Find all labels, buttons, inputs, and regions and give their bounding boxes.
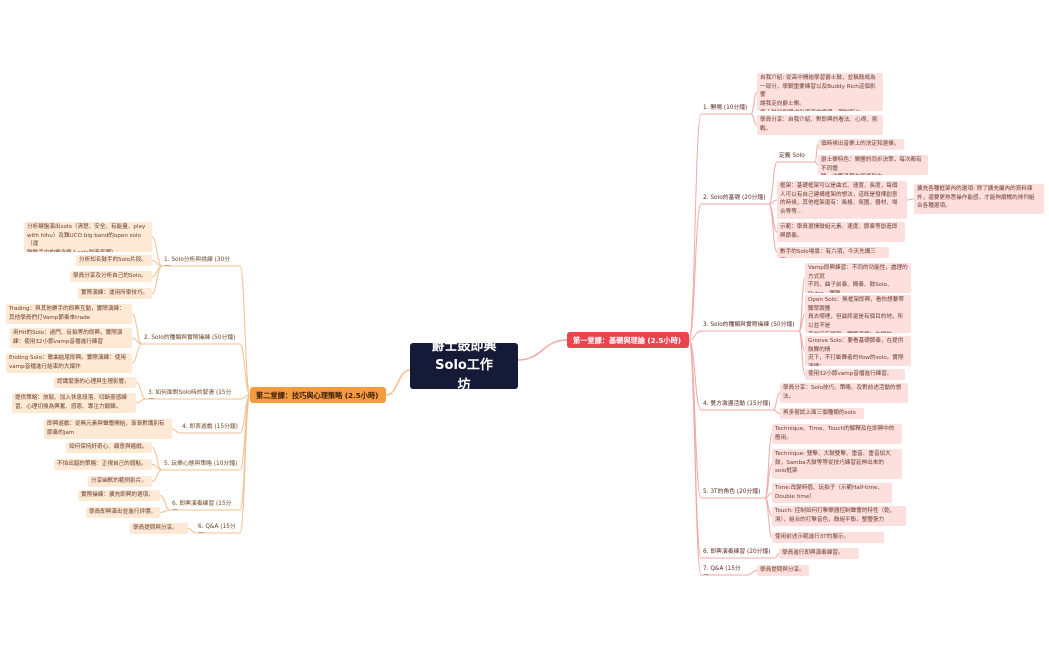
left-branch-2: 2. Solo的種類與實際操練 (50分鐘) (144, 335, 236, 341)
right-leaf: 學員進行即興演奏練習。 (779, 548, 859, 559)
connector-line (768, 199, 778, 205)
connector-line (159, 495, 171, 511)
connector-line (764, 463, 773, 499)
connector-line (798, 277, 806, 332)
connector-line (135, 382, 147, 400)
right-leaf: Groove Solo：要看基礎節奏，在提供鼓舞的情 況下，不打斷舞者的flow… (805, 336, 911, 366)
left-leaf: 學員提問與分享。 (130, 523, 188, 534)
connector-line (688, 339, 702, 576)
left-branch-4: 4. 即表遊戲 (15分鐘) (182, 424, 238, 430)
define-leaf: 個時候出音樂上的決定和選擇。 (818, 139, 904, 150)
left-leaf: 如何保持好奇心、顧意與嬉戲。 (66, 442, 152, 453)
connector-line (746, 570, 758, 576)
connector-line (798, 313, 806, 332)
connector-line (798, 330, 806, 375)
right-leaf: Technique、Time、Touch的解釋及在即興中的 應用。 (772, 424, 902, 444)
left-leaf: 提供策略：放鬆、加入休息段落、切斷靈感練 習、心理切換為興奮、感恩、專注力鍛鍊。 (12, 393, 136, 413)
right-leaf: 示範：學員選擇鼓組元素、速度、節奏等創造即 興節奏。 (777, 222, 905, 242)
left-leaf: 認識緊張的心理與生理影響。 (54, 377, 136, 388)
right-branch-4: 4. 雙方激盪活動 (15分鐘) (703, 401, 771, 407)
left-leaf: Ending Solo：歌曲結尾即興。實際演練：使用 vamp音檔進行結束的大爆… (6, 353, 132, 373)
right-branch-5: 5. 3T的角色 (20分鐘) (703, 489, 761, 495)
define-leaf: 爵士樂特色：樂團的同步決策，每次都有不同體 驗。決策過程在某框架內。 (818, 155, 928, 175)
left-leaf: 即興遊戲：從無元素與聲響開始，漸漸對識別有 節奏的jam (44, 419, 172, 439)
right-leaf: Technique: 雙擊、大鼓雙擊、重音、重音加大 鼓，Samba大鼓等等從技… (772, 449, 902, 479)
left-branch-7: 6. Q&A (15分鐘) (198, 524, 236, 533)
connector-line (151, 236, 163, 267)
connector-line (187, 528, 197, 534)
connector-line (814, 161, 819, 166)
connector-line (688, 113, 702, 341)
right-branch-7: 7. Q&A (15分鐘) (703, 566, 741, 575)
left-branch-1: 1. Solo分析與挑練 (30分鐘) (164, 257, 231, 266)
connector-line (764, 497, 773, 538)
right-leaf: 數手的Solo場景：有六項，今天先講三項。 (777, 247, 889, 258)
framework-leaf: 框架：基礎框架可以是曲式、速度、長度，每個 人可以有自己建構框架的想法，這既是發… (777, 181, 907, 219)
left-leaf: 學員分享及分析自己的Solo。 (70, 271, 152, 282)
right-leaf: 學員分享：自我介紹、對即興的看法、心得、挑 戰。 (757, 115, 883, 135)
left-leaf: 實際操練：擴充即興的選項。 (78, 490, 160, 501)
connector-line (750, 113, 758, 126)
connector-line (814, 143, 819, 163)
define-solo-label: 定義 Solo (779, 153, 805, 159)
connector-line (159, 509, 171, 513)
right-branch-3: 3. Solo的種類與實際操練 (50分鐘) (703, 322, 795, 328)
main-topic-right: 第一堂課：基礎與理論 (2.5小時) (567, 332, 689, 348)
connector-line (768, 161, 778, 205)
right-leaf: Touch: 控制如何打擊樂器控制聲響的特性（乾、 濕），組合的打擊音色，鼓組平… (772, 506, 906, 526)
left-leaf: 用Hit的Solo：過門、反拍等的即興，實際演 練：使用32小節vamp音檔進行… (10, 328, 132, 348)
left-leaf: 分享幽默的範例影片。 (88, 476, 152, 487)
main-topic-left: 第二堂課：技巧與心理策略 (2.5小時) (250, 387, 386, 403)
right-leaf: Open Solo：無框架即興，看你想要帶聽眾跟團 員去哪裡，但最終還是有個目的… (805, 295, 911, 333)
right-branch-6: 6. 即興演奏練習 (20分鐘) (703, 549, 771, 555)
connector-line (239, 265, 251, 396)
root-topic: 爵士鼓即興Solo工作 坊 (410, 343, 518, 389)
connector-line (239, 343, 251, 396)
left-branch-5: 5. 玩樂心態與策略 (10分鐘) (164, 461, 238, 467)
left-leaf: 分析鍵盤演出solo（清楚、安全、有能量、play with hihu）及難UC… (24, 222, 152, 252)
right-branch-2: 2. Solo的基礎 (20分鐘) (703, 195, 766, 201)
right-leaf: 學員分享：Solo技巧、策略、及對前述活動的想 法。 (780, 383, 908, 403)
connector-line (131, 313, 143, 345)
framework-note: 擴充各種框架內的選項: 除了擴充屬內的資料庫 外，還要更熟悉操作能感，才能夠順暢… (914, 184, 1044, 214)
connector-line (906, 198, 915, 201)
left-leaf: 實際演練：運用所學技巧。 (78, 288, 152, 299)
right-leaf: Time:改變時值、玩拍子（示範Half-time、 Double time） (772, 483, 892, 503)
right-leaf: Vamp即興練習：不同的功能性，處理的方式就 不同，曲子前奏、間奏、鼓Solo、… (805, 263, 911, 293)
left-leaf: Trading：與其他樂手的即興互動，實際演練： 其他學員們打Vamp節奏來tr… (6, 304, 132, 324)
connector-line (768, 203, 778, 253)
connector-line (688, 203, 702, 341)
connector-line (688, 339, 702, 411)
connector-line (774, 553, 780, 559)
connector-line (135, 398, 147, 404)
connector-line (131, 337, 143, 345)
left-leaf: 分析知名鼓手的Solo片段。 (76, 255, 152, 266)
connector-line (385, 369, 411, 396)
left-leaf: 不怕出錯的策略：正視自己的弱點。 (54, 459, 152, 470)
right-leaf: 使用前述示範進行3T的展示。 (772, 532, 884, 543)
left-leaf: 學員即興演出並進行評價。 (86, 507, 160, 518)
right-leaf: 自我介紹: 從高中開始學習爵士鼓，並稱鼓成為 一部分，學鋼重要練習以及Buddy… (757, 73, 883, 111)
connector-line (151, 469, 163, 482)
left-branch-3: 3. 如何面對Solo時的緊張 (15分鐘) (148, 390, 232, 399)
connector-line (772, 392, 781, 411)
right-leaf: 再多嘗試上面三個種類的solo (780, 408, 864, 419)
connector-line (171, 428, 181, 434)
right-branch-1: 1. 開場 (10分鐘) (703, 105, 748, 111)
right-leaf: 使用32小節vamp音檔進行練習。 (805, 369, 905, 380)
right-leaf: 學員提問與分享。 (757, 565, 809, 576)
connector-line (239, 394, 251, 534)
connector-line (688, 330, 702, 341)
connector-line (750, 91, 758, 115)
left-branch-6: 6. 即興演奏練習 (15分鐘) (172, 501, 232, 510)
connector-line (131, 343, 143, 364)
connector-line (517, 339, 568, 361)
connector-line (151, 265, 163, 294)
connector-line (772, 409, 781, 414)
